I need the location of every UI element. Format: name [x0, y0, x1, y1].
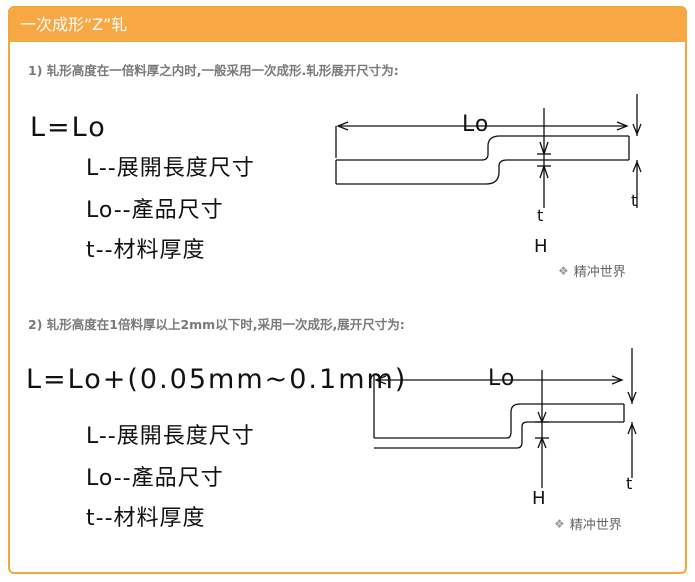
- section1-t2-label: t: [631, 191, 639, 210]
- section1-lo-dimension: [335, 94, 642, 158]
- section1-def-lo: Lo--產品尺寸: [86, 198, 224, 223]
- section1-lo-label: Lo: [462, 112, 490, 137]
- section2-heading: 2) 轧形高度在1倍料厚以上2mm以下时,采用一次成形,展开尺寸为:: [28, 317, 405, 332]
- section1-t-label: t: [537, 206, 545, 225]
- section2-def-t: t--材料厚度: [86, 506, 206, 531]
- section1-t-dimension: [537, 108, 551, 208]
- section1-h-label: H: [534, 236, 549, 257]
- section1-diagram: [335, 94, 642, 208]
- section2-lo-dimension: [374, 348, 637, 404]
- section2-lo-label: Lo: [488, 366, 516, 391]
- section1-watermark-text: 精冲世界: [573, 265, 626, 280]
- section1-heading: 1) 轧形高度在一倍料厚之内时,一般采用一次成形.轧形展开尺寸为:: [28, 63, 399, 78]
- section1-part-outline: [335, 135, 630, 185]
- section2-watermark: ❖ 精冲世界: [554, 514, 622, 534]
- section2-h-label: H: [532, 488, 547, 509]
- wechat-icon: ❖: [554, 516, 565, 531]
- section2-t2-label: t: [626, 474, 634, 493]
- section2-def-lo: Lo--產品尺寸: [86, 466, 224, 491]
- section2-watermark-text: 精冲世界: [569, 518, 622, 533]
- wechat-icon: ❖: [558, 263, 569, 278]
- section-title: 一次成形“Z”轧: [10, 8, 685, 42]
- content-card: 一次成形“Z”轧 1) 轧形高度在一倍料厚之内时,一般采用一次成形.轧形展开尺寸…: [8, 6, 687, 574]
- section2-formula: L=Lo+(0.05mm~0.1mm): [26, 364, 408, 395]
- section1-def-l: L--展開長度尺寸: [86, 156, 255, 181]
- section2-diagram: [373, 348, 637, 488]
- section2-def-l: L--展開長度尺寸: [86, 424, 255, 449]
- section1-step-dimension: [632, 160, 642, 208]
- section2-t-dimension: [535, 370, 549, 488]
- section2-step-dimension: [627, 422, 637, 478]
- section1-def-t: t--材料厚度: [86, 238, 206, 263]
- section1-watermark: ❖ 精冲世界: [558, 261, 626, 281]
- section1-formula: L=Lo: [30, 112, 107, 143]
- section2-part-outline: [373, 374, 625, 449]
